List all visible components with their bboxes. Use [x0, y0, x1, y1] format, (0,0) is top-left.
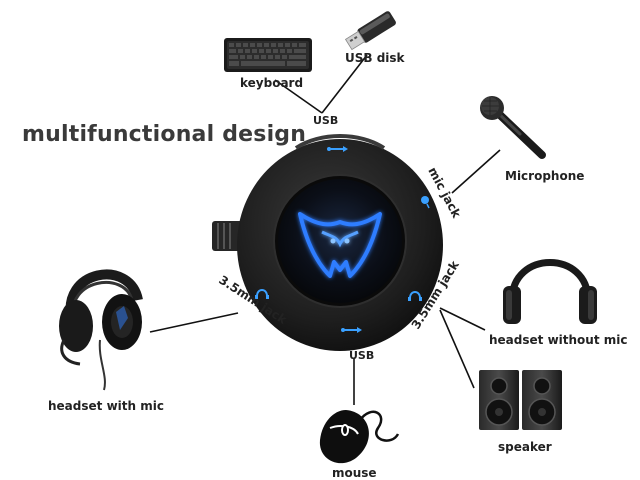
- line-usb-disk: [321, 54, 368, 114]
- speaker-icon: [479, 370, 562, 430]
- line-speaker: [439, 309, 475, 389]
- line-headset-with-mic: [149, 312, 239, 333]
- port-label-usb-bottom: USB: [349, 349, 375, 362]
- line-microphone: [451, 149, 501, 194]
- headphone-left-port-icon: [255, 289, 269, 299]
- usb-bottom-port-icon: [341, 327, 362, 333]
- keyboard-icon: [224, 38, 312, 72]
- device-label-microphone: Microphone: [505, 169, 585, 183]
- headset-with-mic-icon: [59, 269, 143, 391]
- device-label-speaker: speaker: [498, 440, 552, 454]
- line-headset-without-mic: [439, 307, 486, 331]
- device-label-headset-without-mic: headset without mic: [489, 333, 628, 347]
- connector-lines: [149, 54, 501, 405]
- device-label-usb-disk: USB disk: [345, 51, 405, 65]
- port-label-usb-top: USB: [313, 114, 339, 127]
- line-keyboard: [274, 79, 323, 114]
- device-label-headset-with-mic: headset with mic: [48, 399, 164, 413]
- headphone-right-port-icon: [408, 291, 422, 301]
- diagram-title: multifunctional design: [22, 122, 307, 147]
- usb-disk-icon: [344, 11, 396, 51]
- mic-port-icon: [421, 196, 430, 209]
- mouse-icon: [319, 410, 400, 464]
- usb-top-port-icon: [327, 146, 348, 152]
- hub-device: [237, 134, 443, 351]
- device-label-keyboard: keyboard: [240, 76, 304, 90]
- microphone-icon: [480, 96, 546, 159]
- hub-logo-icon: [298, 212, 382, 278]
- headset-without-mic-icon: [503, 259, 597, 324]
- device-label-mouse: mouse: [332, 466, 377, 480]
